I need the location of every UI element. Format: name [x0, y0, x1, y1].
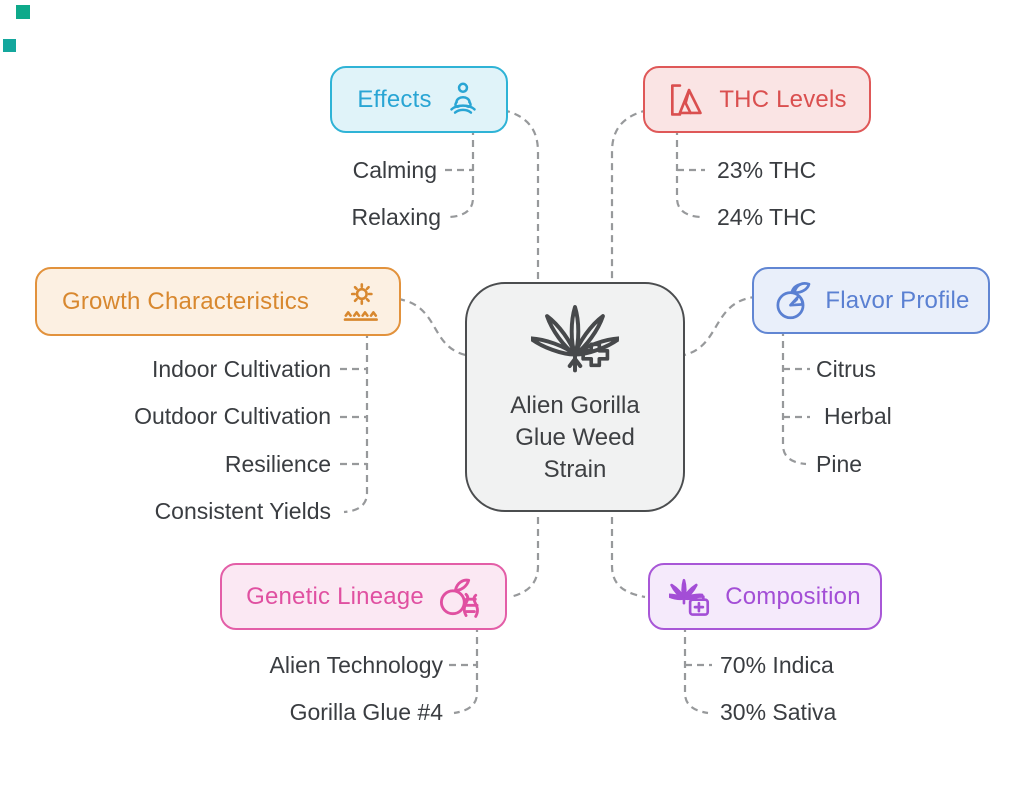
branch-label-effects: Effects	[357, 85, 432, 113]
branch-label-composition: Composition	[725, 582, 861, 610]
connector-growth-center	[397, 297, 472, 358]
branch-node-thc-levels[interactable]: THC Levels	[643, 66, 871, 133]
connector-effects-children	[449, 128, 475, 219]
connector-center-composition	[610, 505, 646, 599]
corner-square-1	[16, 5, 30, 19]
connector-composition-children	[683, 625, 709, 715]
thc-gauge-icon	[671, 83, 703, 116]
connector-thc-center	[610, 108, 649, 289]
connector-genetic-children	[453, 625, 479, 715]
child-node-consistent-yields[interactable]: Consistent Yields	[154, 498, 331, 524]
child-node-alien-technology[interactable]: Alien Technology	[269, 652, 443, 678]
child-node-herbal[interactable]: Herbal	[824, 403, 892, 429]
corner-square-2	[3, 39, 16, 52]
child-node-30-sativa[interactable]: 30% Sativa	[720, 699, 837, 725]
child-node-outdoor-cultivation[interactable]: Outdoor Cultivation	[134, 403, 331, 429]
branch-label-growth: Growth Characteristics	[62, 287, 310, 315]
connector-center-genetic	[509, 505, 540, 599]
child-node-gorilla-glue-4[interactable]: Gorilla Glue #4	[289, 699, 443, 725]
child-node-calming[interactable]: Calming	[352, 157, 437, 183]
cannabis-medical-icon	[531, 305, 619, 373]
child-node-70-indica[interactable]: 70% Indica	[720, 652, 834, 678]
child-node-resilience[interactable]: Resilience	[224, 451, 331, 477]
connector-effects-center	[502, 108, 540, 289]
connector-flavor-children	[781, 329, 807, 466]
child-node-citrus[interactable]: Citrus	[816, 356, 877, 382]
child-node-24-thc[interactable]: 24% THC	[717, 204, 817, 230]
sun-sprouts-icon	[343, 282, 378, 321]
meditation-icon	[449, 82, 476, 114]
child-node-pine[interactable]: Pine	[816, 451, 863, 477]
branch-label-thc-levels: THC Levels	[719, 85, 847, 113]
branch-label-flavor-profile: Flavor Profile	[825, 286, 970, 314]
fruit-dna-icon	[439, 578, 479, 618]
branch-node-genetic-lineage[interactable]: Genetic Lineage	[220, 563, 507, 630]
connector-thc-children	[675, 128, 701, 219]
branch-label-genetic-lineage: Genetic Lineage	[246, 582, 424, 610]
child-node-indoor-cultivation[interactable]: Indoor Cultivation	[152, 356, 331, 382]
branch-node-flavor-profile[interactable]: Flavor Profile	[752, 267, 990, 334]
connector-center-flavor	[678, 295, 756, 358]
cannabis-medkit-icon	[669, 578, 710, 616]
branch-node-composition[interactable]: Composition	[648, 563, 882, 630]
branch-node-effects[interactable]: Effects	[330, 66, 508, 133]
branch-node-growth-characteristics[interactable]: Growth Characteristics	[35, 267, 401, 336]
citrus-icon	[776, 281, 811, 319]
connector-growth-children	[343, 331, 369, 514]
center-node[interactable]: Alien Gorilla Glue Weed Strain	[465, 282, 685, 512]
center-title: Alien Gorilla Glue Weed Strain	[510, 392, 640, 483]
child-node-relaxing[interactable]: Relaxing	[351, 204, 442, 230]
child-node-23-thc[interactable]: 23% THC	[717, 157, 817, 183]
